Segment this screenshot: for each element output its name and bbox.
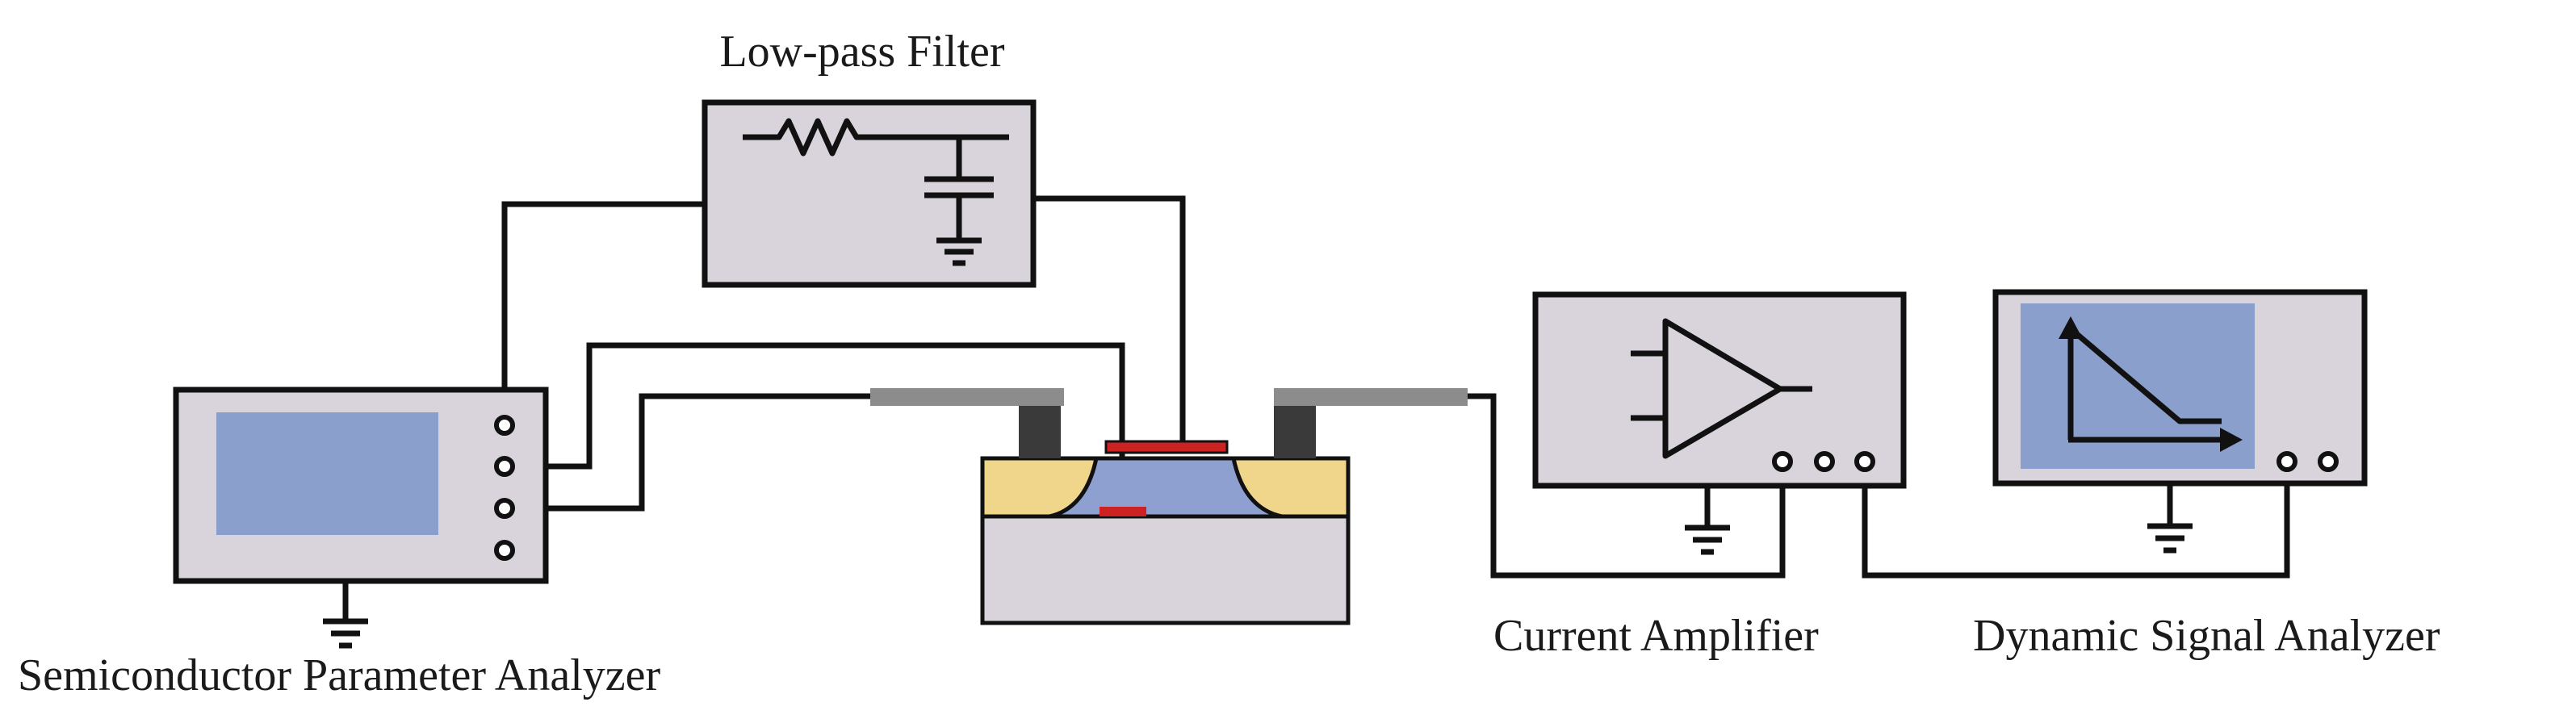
semiconductor-parameter-analyzer: Semiconductor Parameter Analyzer	[18, 387, 660, 700]
spa-port-3	[494, 498, 515, 519]
wire-amplifier-to-dsa	[1862, 466, 2290, 579]
substrate	[980, 514, 1351, 625]
wiring	[501, 195, 2290, 579]
spa-port-2	[494, 456, 515, 477]
left-probe-arm	[870, 388, 1064, 406]
dsa-ground-icon	[2147, 484, 2193, 554]
resistor-icon	[743, 118, 1009, 157]
dsa-port-1	[2277, 451, 2297, 472]
amplifier-port-2	[1814, 451, 1835, 472]
wire-filter-to-gate	[1033, 195, 1186, 442]
amplifier-ground-icon	[1685, 486, 1730, 555]
spa-port-1	[494, 415, 515, 436]
amplifier-port-1	[1772, 451, 1793, 472]
spa-port-4	[494, 540, 515, 561]
channel-region	[1049, 456, 1283, 519]
right-probe-tip	[1274, 406, 1316, 458]
dsa-port-2	[2318, 451, 2339, 472]
dynamic-signal-analyzer: Dynamic Signal Analyzer	[1973, 289, 2440, 661]
current-amplifier: Current Amplifier	[1493, 291, 1907, 661]
current-amplifier-box	[1532, 291, 1907, 489]
wire-right-probe-to-amplifier	[1468, 393, 1786, 579]
gate-contact-pad	[1104, 440, 1229, 454]
amplifier-icon	[1631, 318, 1812, 459]
filter-ground-icon	[936, 237, 982, 266]
wire-spa-to-back-gate	[517, 342, 1125, 510]
dsa-x-arrow-icon	[2220, 428, 2243, 452]
spa-ground-icon	[323, 581, 368, 649]
dsa-spectrum-trace-icon	[2071, 328, 2222, 424]
right-probe-arm	[1274, 388, 1468, 406]
wire-spa-to-filter	[501, 201, 705, 422]
device-under-test	[870, 388, 1468, 625]
wire-spa-to-left-probe	[517, 393, 870, 512]
spa-label: Semiconductor Parameter Analyzer	[18, 650, 660, 700]
current-amplifier-label: Current Amplifier	[1493, 611, 1819, 661]
low-pass-filter: Low-pass Filter	[702, 27, 1037, 288]
spa-screen	[216, 412, 438, 535]
capacitor-icon	[924, 137, 994, 238]
low-pass-filter-label: Low-pass Filter	[719, 27, 1004, 77]
back-gate-contact-pad	[1100, 507, 1146, 516]
amplifier-port-3	[1854, 451, 1875, 472]
dsa-label: Dynamic Signal Analyzer	[1973, 611, 2440, 661]
left-probe-tip	[1019, 406, 1061, 458]
